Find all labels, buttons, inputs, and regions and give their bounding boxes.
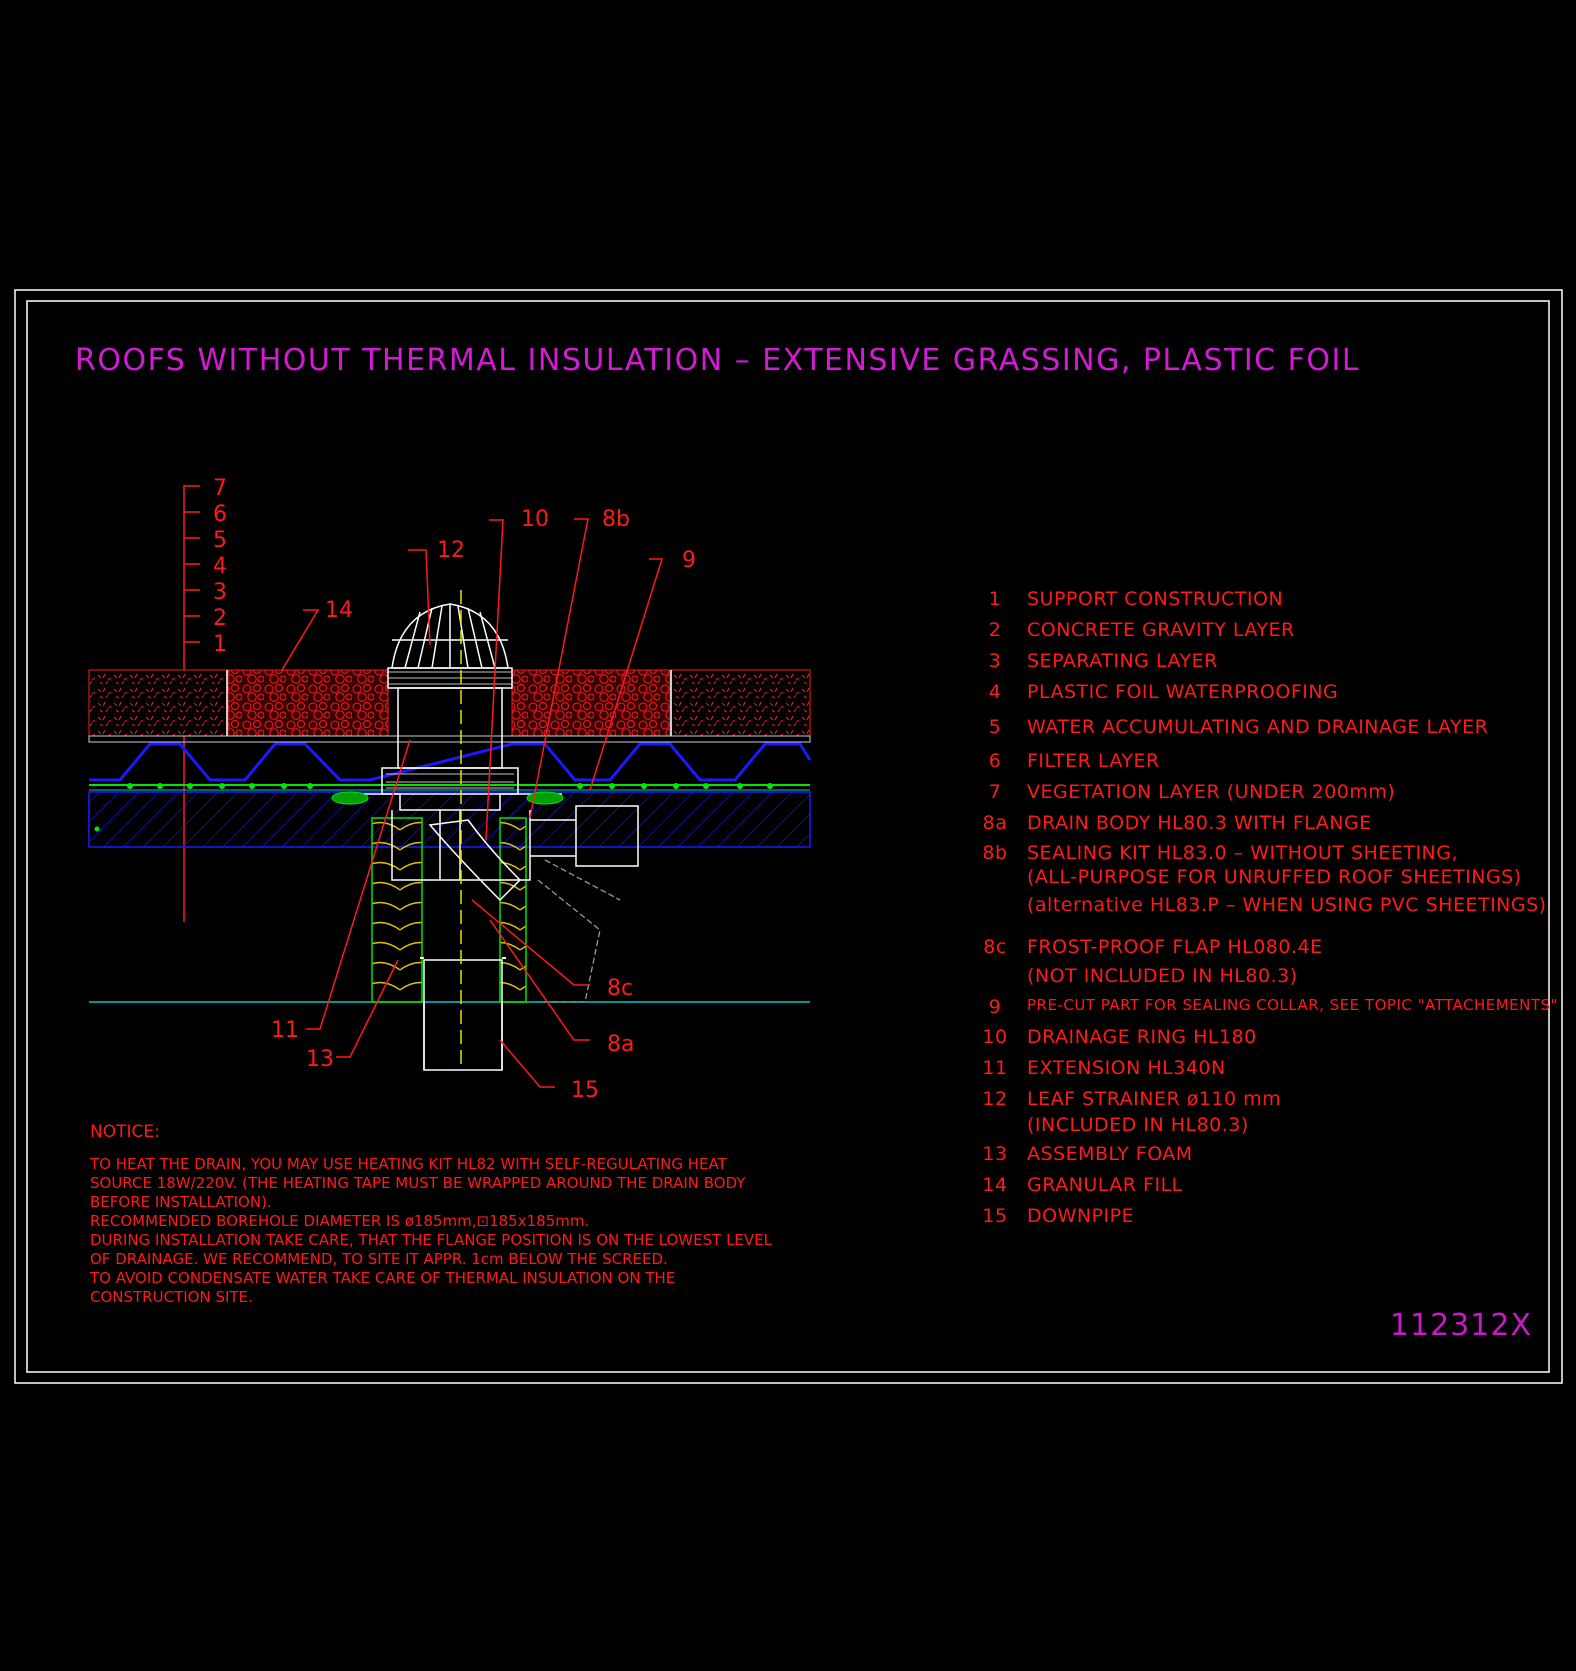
- legend-label: VEGETATION LAYER (UNDER 200mm): [1027, 781, 1396, 803]
- legend-number: 14: [982, 1174, 1008, 1196]
- callout-9: 9: [682, 548, 696, 573]
- drainage-layer: [89, 742, 812, 782]
- notice-line: DURING INSTALLATION TAKE CARE, THAT THE …: [90, 1231, 772, 1249]
- notice-line: TO HEAT THE DRAIN, YOU MAY USE HEATING K…: [90, 1155, 727, 1173]
- drain-section-detail: 7 6 5 4 3 2 1: [88, 476, 812, 1103]
- sealing-collar: [331, 791, 564, 805]
- legend-number: 3: [988, 650, 1002, 672]
- legend-number: 8b: [982, 842, 1008, 864]
- legend-number: 12: [982, 1088, 1008, 1110]
- notice-line: BEFORE INSTALLATION).: [90, 1193, 272, 1211]
- legend-number: 8a: [982, 812, 1008, 834]
- notice-line: TO AVOID CONDENSATE WATER TAKE CARE OF T…: [90, 1269, 676, 1287]
- callout-11: 11: [271, 1018, 299, 1043]
- legend-label: LEAF STRAINER ø110 mm: [1027, 1088, 1282, 1110]
- legend-label: PRE-CUT PART FOR SEALING COLLAR, SEE TOP…: [1027, 996, 1558, 1014]
- legend-number: 15: [982, 1205, 1008, 1227]
- legend-label: CONCRETE GRAVITY LAYER: [1027, 619, 1295, 641]
- layer-scale-label: 1: [213, 632, 227, 657]
- notice-line: SOURCE 18W/220V. (THE HEATING TAPE MUST …: [90, 1174, 746, 1192]
- legend-number: 5: [988, 716, 1002, 738]
- assembly-foam-left: [371, 817, 423, 1003]
- notice-heading: NOTICE:: [90, 1122, 160, 1142]
- layer-scale-ticks: [184, 485, 200, 643]
- legend-number: 7: [988, 781, 1002, 803]
- legend-label: ASSEMBLY FOAM: [1027, 1143, 1193, 1165]
- leader-lines: [281, 518, 664, 1088]
- legend-label: (alternative HL83.P – WHEN USING PVC SHE…: [1027, 894, 1547, 916]
- callout-10: 10: [521, 507, 549, 532]
- layer-scale-label: 4: [213, 554, 227, 579]
- granular-fill-left: [227, 669, 389, 737]
- callout-8c: 8c: [607, 976, 633, 1001]
- callout-15: 15: [571, 1078, 599, 1103]
- legend-number: 9: [988, 996, 1002, 1018]
- legend-number: 4: [988, 681, 1002, 703]
- outer-frame: [14, 289, 1563, 1384]
- notice-text: TO HEAT THE DRAIN, YOU MAY USE HEATING K…: [90, 1155, 772, 1307]
- callout-8b: 8b: [602, 507, 630, 532]
- legend-number: 8c: [983, 936, 1007, 958]
- legend-label: FILTER LAYER: [1027, 750, 1160, 772]
- vegetation-layer-left: [88, 669, 228, 737]
- callout-13: 13: [306, 1047, 334, 1072]
- legend-label: SUPPORT CONSTRUCTION: [1027, 588, 1284, 610]
- callout-14: 14: [325, 598, 353, 623]
- legend-label: (INCLUDED IN HL80.3): [1027, 1114, 1249, 1136]
- frost-proof-flap: [537, 859, 621, 1003]
- inner-frame: [26, 300, 1550, 1373]
- layer-scale-label: 2: [213, 606, 227, 631]
- drain-body: [340, 603, 639, 1071]
- layer-scale-label: 7: [213, 476, 227, 501]
- legend-label: (ALL-PURPOSE FOR UNRUFFED ROOF SHEETINGS…: [1027, 866, 1522, 888]
- filter-layer: [88, 735, 811, 743]
- legend-label: GRANULAR FILL: [1027, 1174, 1183, 1196]
- vegetation-layer-right: [670, 669, 811, 737]
- legend-label: SEPARATING LAYER: [1027, 650, 1218, 672]
- legend-label: WATER ACCUMULATING AND DRAINAGE LAYER: [1027, 716, 1489, 738]
- notice-line: CONSTRUCTION SITE.: [90, 1288, 253, 1306]
- legend-number: 11: [982, 1057, 1008, 1079]
- legend-label: DRAINAGE RING HL180: [1027, 1026, 1257, 1048]
- legend-label: DOWNPIPE: [1027, 1205, 1135, 1227]
- legend-number: 1: [988, 588, 1002, 610]
- legend-label: FROST-PROOF FLAP HL080.4E: [1027, 936, 1323, 958]
- callout-8a: 8a: [607, 1032, 634, 1057]
- assembly-foam-right: [499, 817, 527, 1003]
- drawing-code: 112312X: [1389, 1308, 1532, 1343]
- legend-number: 10: [982, 1026, 1008, 1048]
- legend-number: 2: [988, 619, 1002, 641]
- callout-12: 12: [437, 538, 465, 563]
- legend-label: EXTENSION HL340N: [1027, 1057, 1226, 1079]
- notice-line: OF DRAINAGE. WE RECOMMEND, TO SITE IT AP…: [90, 1250, 668, 1268]
- notice-line: RECOMMENDED BOREHOLE DIAMETER IS ø185mm,…: [90, 1212, 590, 1230]
- granular-fill-right: [511, 669, 671, 737]
- legend-label: DRAIN BODY HL80.3 WITH FLANGE: [1027, 812, 1372, 834]
- drawing-title: ROOFS WITHOUT THERMAL INSULATION – EXTEN…: [75, 343, 1361, 378]
- legend-number: 13: [982, 1143, 1008, 1165]
- layer-scale-label: 5: [213, 528, 227, 553]
- legend-number: 6: [988, 750, 1002, 772]
- legend-label: SEALING KIT HL83.0 – WITHOUT SHEETING,: [1027, 842, 1459, 864]
- legend-label: PLASTIC FOIL WATERPROOFING: [1027, 681, 1339, 703]
- legend-label: (NOT INCLUDED IN HL80.3): [1027, 965, 1298, 987]
- support-construction: [88, 791, 811, 848]
- layer-scale-label: 6: [213, 502, 227, 527]
- layer-scale-label: 3: [213, 580, 227, 605]
